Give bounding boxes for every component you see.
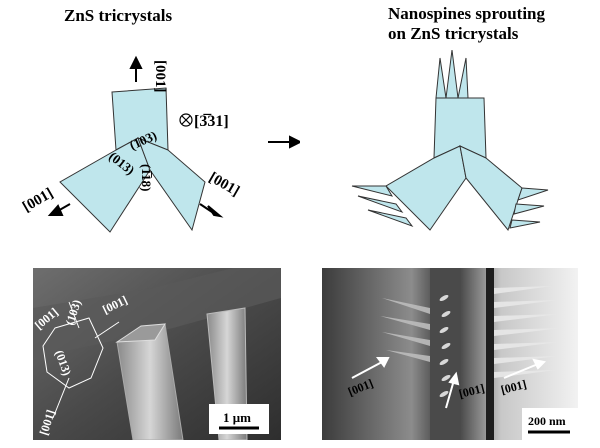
nanospine-l2 xyxy=(380,316,430,330)
crystal-rod-top-face xyxy=(115,323,166,343)
transform-arrow-head xyxy=(289,135,300,149)
spine-right-1 xyxy=(517,187,549,201)
arrow-right-head xyxy=(532,358,547,370)
nanospine-diagram xyxy=(351,49,549,232)
nanospine-l4 xyxy=(386,350,430,362)
spine-left-2 xyxy=(357,195,404,214)
arrow-left xyxy=(351,361,383,379)
sem-micrograph-tricrystal: [001] (103) [001] (013) [001] 1 μm xyxy=(33,268,281,440)
left-diagram-title: ZnS tricrystals xyxy=(64,6,173,25)
left-arm xyxy=(385,145,467,231)
arrow-center xyxy=(445,379,455,409)
tricrystal-diagram: [3̅31] [001] [001] [001] (103) (013) (1̅… xyxy=(20,55,300,233)
top-arrow-head xyxy=(129,55,143,69)
arrow-left-head xyxy=(376,357,390,368)
spine-right-3 xyxy=(509,219,541,229)
zone-axis-icon-cross2 xyxy=(181,115,191,125)
spine-top-3 xyxy=(457,57,469,99)
inset-arrow-bottom xyxy=(52,377,70,419)
spine-right-2 xyxy=(513,203,545,215)
arrow-label-right: [001] xyxy=(499,377,528,397)
nanospine-c5 xyxy=(439,358,449,366)
background-structure xyxy=(33,268,281,358)
zone-axis-label: [3̅31] xyxy=(194,112,229,130)
nanospine-r2 xyxy=(494,300,558,308)
right-arrow-label: [001] xyxy=(206,170,242,200)
nanospine-c7 xyxy=(439,390,449,398)
nanospine-c4 xyxy=(441,342,451,350)
nanospine-r4 xyxy=(494,328,562,336)
sem-micrograph-nanospines: [001] [001] [001] 200 nm xyxy=(322,268,578,440)
nanospine-c6 xyxy=(441,374,451,382)
inset-arrow-right xyxy=(94,321,120,339)
inset-outline xyxy=(42,317,104,389)
nanospine-r1 xyxy=(494,286,552,294)
nanospine-r6 xyxy=(494,356,558,364)
scale-bar-background xyxy=(522,408,578,440)
nanospine-r3 xyxy=(494,314,560,322)
right-arrow-head xyxy=(207,205,224,218)
right-stem xyxy=(486,268,494,440)
nanospine-l1 xyxy=(382,298,430,314)
central-stem xyxy=(430,268,460,440)
scale-bar-label: 1 μm xyxy=(223,410,251,425)
right-arm xyxy=(137,137,206,232)
spine-left-1 xyxy=(351,185,394,197)
arrow-label-center: [001] xyxy=(457,381,486,401)
nanospine-l3 xyxy=(382,332,430,346)
nanospine-c3 xyxy=(439,326,449,334)
spine-top-1 xyxy=(435,57,447,99)
spine-left-3 xyxy=(367,209,414,228)
left-arrow-label: [001] xyxy=(20,185,56,215)
left-arrow-head xyxy=(47,204,64,216)
nanospine-r5 xyxy=(494,342,560,350)
nanospine-c2 xyxy=(441,310,451,318)
top-arrow-label: [001] xyxy=(152,60,168,93)
scale-bar-label: 200 nm xyxy=(528,414,566,428)
left-arm xyxy=(59,137,151,233)
right-diagram-title-line1: Nanospines sprouting xyxy=(388,4,545,23)
spine-top-2 xyxy=(445,49,459,99)
inset-arrow-top xyxy=(68,301,80,329)
right-arm xyxy=(459,145,523,232)
nanospine-c1 xyxy=(439,294,449,302)
zone-axis-icon xyxy=(179,113,193,127)
right-diagram-title-line2: on ZnS tricrystals xyxy=(388,24,519,43)
arrow-right xyxy=(503,363,539,379)
arrow-center-head xyxy=(448,371,460,386)
plane-label-118: (1̅18) xyxy=(139,164,154,191)
